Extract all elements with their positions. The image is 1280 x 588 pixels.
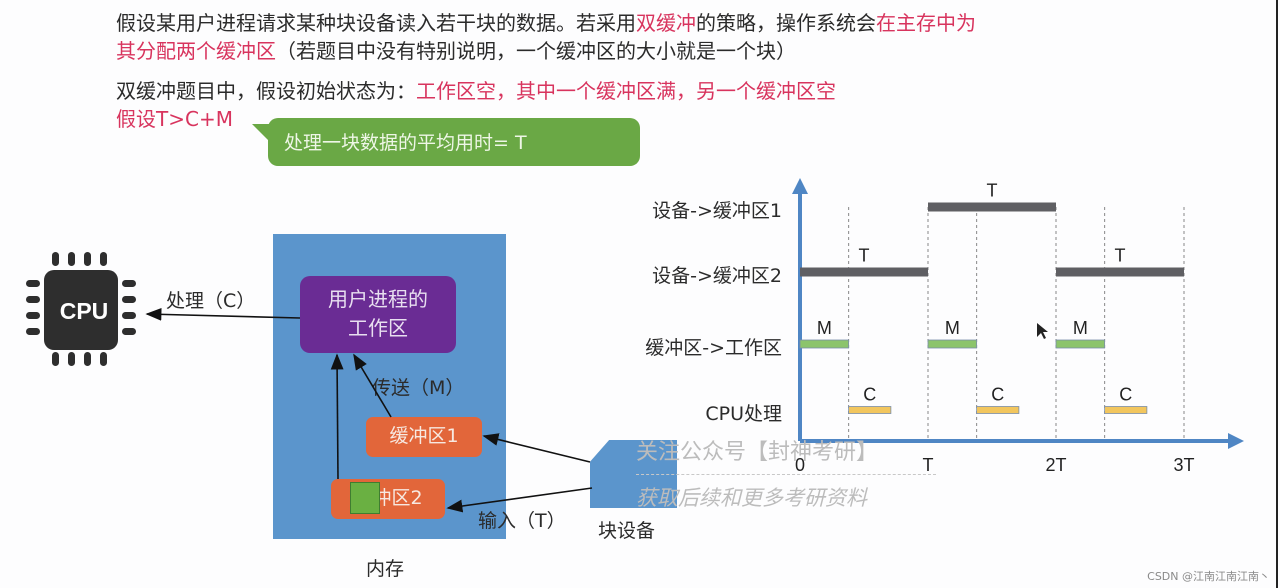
segment-label: M [817,318,832,338]
segment-label: M [945,318,960,338]
intro-text: 双缓冲题目中，假设初始状态为： [116,79,416,103]
row-label: CPU处理 [705,403,782,425]
intro-line-2: 其分配两个缓冲区（若题目中没有特别说明，一个缓冲区的大小就是一个块） [116,38,796,64]
segment-bar [848,406,892,414]
highlight-two-buffers: 其分配两个缓冲区 [116,39,276,63]
intro-line-1: 假设某用户进程请求某种块设备读入若干块的数据。若采用双缓冲的策略，操作系统会在主… [116,10,976,36]
segment-bar [800,267,928,277]
buffer-1: 缓冲区1 [366,417,482,457]
segment-label: T [987,181,998,201]
segment-bar [976,406,1020,414]
segment-bar [928,202,1056,212]
work-area-label-2: 工作区 [348,316,408,340]
row-label: 缓冲区->工作区 [645,337,782,359]
intro-text: 的策略，操作系统会 [696,11,876,35]
segment-bar [1055,339,1106,349]
arrow-device-to-buffer2 [446,487,593,513]
mouse-cursor-icon [1037,323,1048,339]
x-tick-label: T [923,455,934,475]
intro-text: 假设某用户进程请求某种块设备读入若干块的数据。若采用 [116,11,636,35]
x-axis-arrow-icon [1228,433,1244,449]
buffer-full-marker [350,482,380,514]
segment-bar [927,339,978,349]
transfer-label: 传送（M） [372,377,465,399]
arrow-workarea-to-cpu [145,307,301,321]
intro-line-3: 双缓冲题目中，假设初始状态为：工作区空，其中一个缓冲区满，另一个缓冲区空 [116,78,836,104]
segment-bar [1056,267,1184,277]
process-arrow-label: 处理（C） [166,290,256,312]
highlight-double-buffer: 双缓冲 [636,11,696,35]
arrow-buffer2-to-workarea [330,353,344,480]
intro-text: （若题目中没有特别说明，一个缓冲区的大小就是一个块） [276,39,796,63]
row-label: 设备->缓冲区2 [652,265,782,287]
y-axis-arrow-icon [792,178,808,194]
input-label: 输入（T） [478,510,566,532]
csdn-credit: CSDN @江南江南江南丶 [1147,570,1270,583]
x-tick-label: 2T [1045,455,1066,475]
x-tick-label: 3T [1173,455,1194,475]
watermark-line-2: 获取后续和更多考研资料 [636,486,867,510]
frame-edge [1276,0,1278,588]
segment-label: T [859,246,870,266]
segment-label: C [863,385,876,405]
watermark-divider [636,474,936,475]
assumption-text: 假设T>C+M [116,107,233,131]
segment-label: C [991,385,1004,405]
arrow-buffer1-to-workarea [353,353,392,418]
segment-label: M [1073,318,1088,338]
callout-text: 处理一块数据的平均用时= T [284,132,527,154]
segment-bar [1104,406,1148,414]
block-device-label: 块设备 [598,520,656,542]
segment-label: T [1115,246,1126,266]
work-area-label-1: 用户进程的 [328,287,428,311]
row-label: 设备->缓冲区1 [652,200,782,222]
arrow-device-to-buffer1 [482,433,591,463]
callout-box [268,118,640,166]
x-tick-label: 0 [795,455,805,475]
segment-label: C [1119,385,1132,405]
highlight-initial-state: 工作区空，其中一个缓冲区满，另一个缓冲区空 [416,79,836,103]
highlight-main-memory: 在主存中为 [876,11,976,35]
memory-label: 内存 [366,558,405,580]
cpu-label: CPU [59,298,109,324]
user-work-area: 用户进程的 工作区 [300,276,456,353]
watermark-line-1: 关注公众号【封神考研】 [636,440,879,465]
segment-bar [799,339,850,349]
cpu-chip-icon [26,252,136,366]
